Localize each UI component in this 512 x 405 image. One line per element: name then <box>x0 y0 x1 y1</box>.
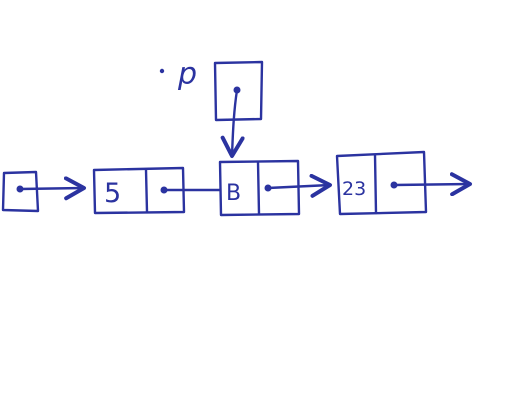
node-value: B <box>226 181 241 206</box>
node-divider <box>256 160 261 216</box>
node-next-arrow <box>392 172 472 197</box>
list-node: 23 <box>335 150 472 216</box>
node-value: 5 <box>104 178 121 209</box>
node-next-arrow <box>266 173 332 198</box>
node-box <box>335 150 428 216</box>
head-arrow <box>18 176 86 201</box>
node-value: 23 <box>342 178 366 200</box>
node-divider <box>373 153 378 215</box>
pointer-p: p <box>159 57 264 158</box>
pointer-label-dot <box>159 68 165 74</box>
head-box <box>1 170 40 213</box>
head-pointer <box>1 170 86 213</box>
list-node: B <box>218 159 332 217</box>
pointer-label: p <box>177 57 197 92</box>
pointer-box <box>213 60 264 122</box>
node-box <box>92 166 186 215</box>
list-node: 5 <box>92 166 222 215</box>
node-divider <box>144 168 149 214</box>
node-box <box>218 159 301 217</box>
pointer-arrow <box>220 88 245 158</box>
